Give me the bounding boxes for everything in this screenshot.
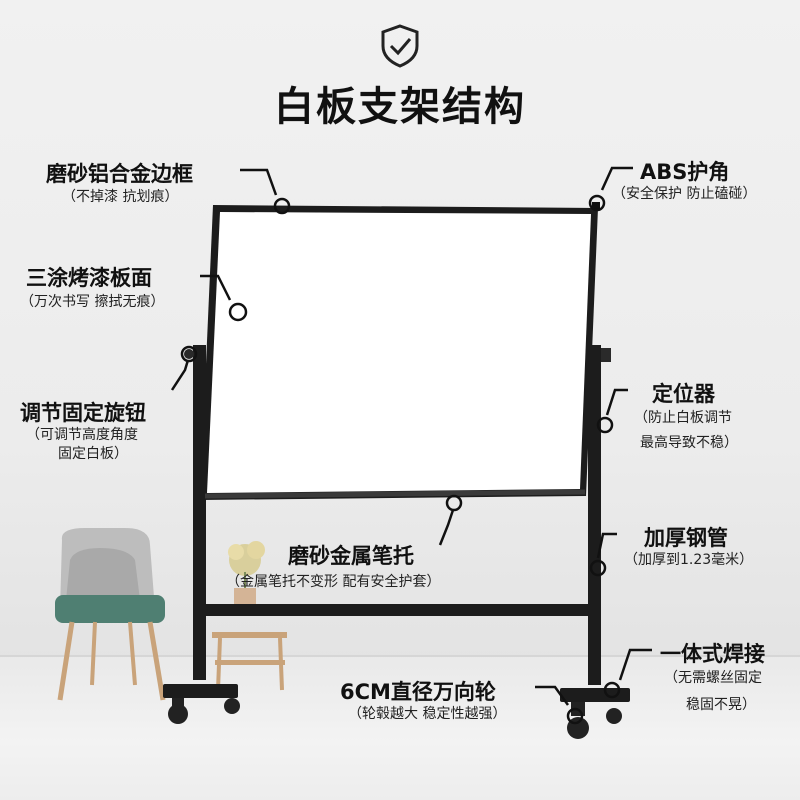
side-table-with-plant <box>212 541 287 691</box>
whiteboard <box>200 202 600 500</box>
shield-check-icon <box>381 24 419 68</box>
page-title: 白板支架结构 <box>274 84 526 130</box>
callout-tray-sub: （金属笔托不变形 配有安全护套） <box>226 574 441 590</box>
callout-leaders <box>170 166 652 725</box>
callout-wheel-sub: （轮毂越大 稳定性越强） <box>348 706 507 722</box>
callout-weld-sub1: （无需螺丝固定 <box>664 670 762 686</box>
callout-abs-sub: （安全保护 防止磕碰） <box>612 186 757 202</box>
callout-weld-title: 一体式焊接 <box>660 642 765 666</box>
callout-abs-title: ABS护角 <box>640 160 730 184</box>
callout-tube-sub: （加厚到1.23毫米） <box>624 552 754 568</box>
callout-surface-title: 三涂烤漆板面 <box>26 266 152 290</box>
callout-frame-sub: （不掉漆 抗划痕） <box>62 189 179 205</box>
callout-knob-sub2: 固定白板） <box>58 446 128 462</box>
callout-tube-title: 加厚钢管 <box>644 526 728 550</box>
callout-weld-sub2: 稳固不晃） <box>686 697 756 713</box>
callout-wheel-title: 6CM直径万向轮 <box>340 680 496 704</box>
callout-locator-sub1: （防止白板调节 <box>634 410 732 426</box>
wall-baseline <box>0 655 800 657</box>
callout-surface-sub: （万次书写 擦拭无痕） <box>20 294 165 310</box>
callout-knob-sub1: （可调节高度角度 <box>26 427 138 443</box>
callout-locator-title: 定位器 <box>652 382 715 406</box>
chair <box>55 528 166 701</box>
callout-locator-sub2: 最高导致不稳） <box>640 435 738 451</box>
callout-knob-title: 调节固定旋钮 <box>20 401 146 425</box>
callout-frame-title: 磨砂铝合金边框 <box>46 162 193 186</box>
callout-tray-title: 磨砂金属笔托 <box>288 544 414 568</box>
whiteboard-stand <box>163 345 630 739</box>
